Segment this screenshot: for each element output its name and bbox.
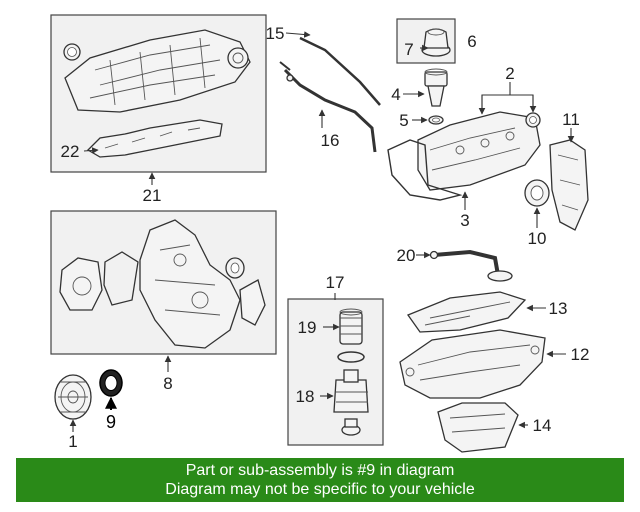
water-pump-gasket (103, 251, 139, 306)
drain-plug-oring (341, 418, 361, 436)
dipstick-tube (279, 36, 381, 153)
oil-pan-upper (399, 329, 546, 399)
intake-manifold (64, 29, 251, 113)
water-pump (59, 257, 103, 311)
callout-4: 4 (391, 85, 400, 104)
callout-19: 19 (298, 318, 317, 337)
cover-bracket (239, 279, 266, 326)
crankshaft-seal (524, 179, 550, 207)
crankshaft-pulley (54, 374, 92, 420)
oring-5 (428, 115, 444, 125)
callout-11: 11 (562, 110, 580, 129)
callout-14: 14 (533, 416, 552, 435)
callout-7: 7 (404, 40, 413, 59)
valve-cover (417, 111, 541, 191)
baffle-plate (406, 291, 527, 333)
oil-filler-neck (424, 68, 448, 107)
timing-cover-gasket (549, 139, 589, 231)
oil-filter-cap (333, 369, 369, 413)
timing-chain-cover (139, 219, 241, 349)
manifold-gasket (86, 119, 223, 158)
callout-13: 13 (549, 299, 568, 318)
callout-17: 17 (326, 273, 345, 292)
callout-18: 18 (296, 387, 315, 406)
o-ring-seal (63, 43, 81, 61)
callout-3: 3 (460, 211, 469, 230)
tube-seal (525, 112, 541, 128)
callout-9: 9 (106, 412, 116, 432)
callout-1: 1 (68, 432, 77, 451)
banner-line-2: Diagram may not be specific to your vehi… (165, 481, 475, 498)
oil-filter-group-box (287, 298, 384, 446)
callout-15: 15 (266, 24, 285, 43)
callout-22: 22 (61, 142, 80, 161)
cover-seal (225, 257, 245, 279)
callout-8: 8 (163, 374, 172, 393)
filter-oring (337, 351, 365, 363)
oil-pan-lower (437, 402, 519, 453)
callout-16: 16 (321, 131, 340, 150)
callout-5: 5 (399, 111, 408, 130)
oil-filter-element (339, 308, 363, 345)
front-crankshaft-seal (99, 369, 123, 397)
callout-2: 2 (505, 64, 514, 83)
part-info-banner: Part or sub-assembly is #9 in diagram Di… (16, 458, 624, 502)
banner-line-1: Part or sub-assembly is #9 in diagram (185, 462, 455, 479)
oil-filler-cap (421, 28, 451, 57)
callout-20: 20 (397, 246, 416, 265)
callout-12: 12 (571, 345, 590, 364)
callout-21: 21 (143, 186, 162, 205)
callout-10: 10 (528, 229, 547, 248)
parts-diagram: 1 2 3 4 5 6 7 8 9 10 11 12 13 14 15 16 1… (50, 14, 590, 453)
oil-strainer (429, 249, 513, 282)
valve-cover-gasket (387, 139, 463, 201)
callout-6: 6 (467, 32, 476, 51)
